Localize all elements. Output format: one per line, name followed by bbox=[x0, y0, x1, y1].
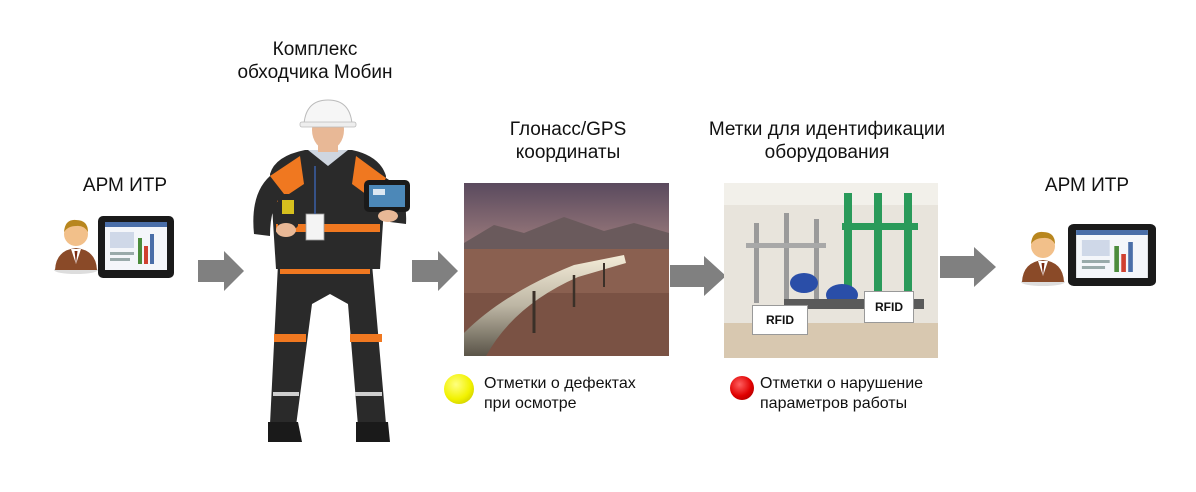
gps-legend: Отметки о дефектах при осмотре bbox=[484, 374, 684, 414]
red-marker-dot bbox=[730, 376, 754, 400]
arrow-4 bbox=[938, 246, 998, 288]
rfid-tag-2: RFID bbox=[864, 291, 914, 323]
rfid-tag-1: RFID bbox=[752, 305, 808, 335]
worker-title-line2: обходчика Мобин bbox=[237, 62, 393, 83]
rfid-legend-line2: параметров работы bbox=[760, 395, 908, 412]
right-tablet-icon bbox=[1068, 224, 1156, 286]
yellow-marker-dot bbox=[444, 374, 474, 404]
arrow-3 bbox=[668, 255, 728, 297]
rfid-title: Метки для идентификации оборудования bbox=[682, 118, 972, 164]
arrow-1 bbox=[196, 250, 246, 292]
gps-title: Глонасс/GPS координаты bbox=[468, 118, 668, 164]
left-user-avatar bbox=[52, 212, 100, 274]
rfid-title-line2: оборудования bbox=[764, 142, 890, 163]
gps-legend-line2: при осмотре bbox=[484, 395, 577, 412]
worker-title-line1: Комплекс bbox=[272, 39, 358, 60]
left-tablet-icon bbox=[98, 216, 174, 278]
pipeline-photo bbox=[464, 183, 669, 356]
worker-title: Комплекс обходчика Мобин bbox=[215, 38, 415, 84]
right-user-avatar bbox=[1018, 224, 1068, 286]
left-station-title: АРМ ИТР bbox=[82, 175, 168, 196]
gps-legend-line1: Отметки о дефектах bbox=[484, 375, 636, 392]
gps-title-line1: Глонасс/GPS bbox=[509, 119, 627, 140]
right-station-title: АРМ ИТР bbox=[1044, 175, 1130, 196]
rfid-legend-line1: Отметки о нарушение bbox=[760, 375, 924, 392]
arrow-2 bbox=[410, 250, 460, 292]
rfid-title-line1: Метки для идентификации bbox=[708, 119, 946, 140]
rfid-legend: Отметки о нарушение параметров работы bbox=[760, 374, 980, 414]
gps-title-line2: координаты bbox=[515, 142, 621, 163]
worker-figure bbox=[240, 94, 420, 446]
